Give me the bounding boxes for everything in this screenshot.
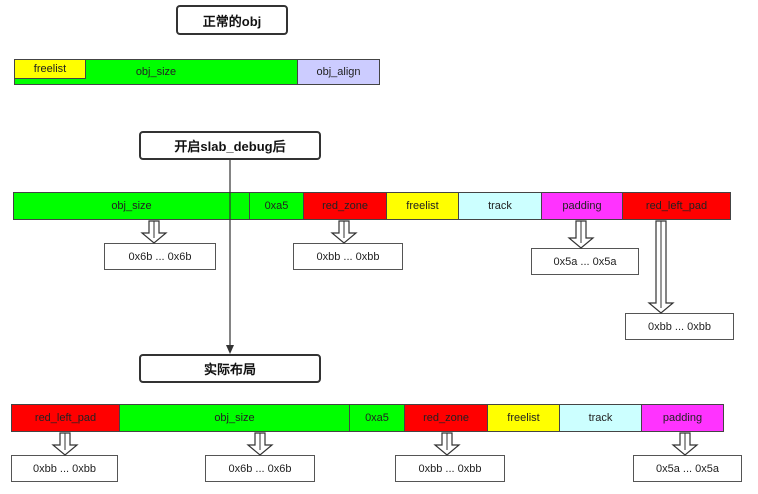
actual-padding-fill-note: 0x5a ... 0x5a bbox=[633, 455, 742, 482]
hollow-down-arrows-actual bbox=[51, 432, 699, 456]
title-actual-layout: 实际布局 bbox=[139, 354, 321, 383]
debug-red-zone-fill-note: 0xbb ... 0xbb bbox=[293, 243, 403, 270]
actual-track-cell: track bbox=[559, 404, 642, 432]
actual-obj-size-cell: obj_size bbox=[119, 404, 350, 432]
hollow-down-arrows-debug bbox=[140, 220, 675, 314]
debug-track-cell: track bbox=[458, 192, 542, 220]
actual-xa5-cell: 0xa5 bbox=[349, 404, 405, 432]
debug-red-zone-cell: red_zone bbox=[303, 192, 387, 220]
debug-red-left-pad-cell: red_left_pad bbox=[622, 192, 731, 220]
arrow-inner-lines-actual bbox=[64, 433, 686, 450]
debug-padding-cell: padding bbox=[541, 192, 623, 220]
debug-red-left-pad-fill-note: 0xbb ... 0xbb bbox=[625, 313, 734, 340]
actual-red-zone-fill-note: 0xbb ... 0xbb bbox=[395, 455, 505, 482]
actual-padding-cell: padding bbox=[641, 404, 724, 432]
flow-arrow bbox=[226, 160, 234, 354]
normal-obj-align-cell: obj_align bbox=[297, 59, 380, 85]
arrow-inner-lines bbox=[153, 221, 662, 308]
debug-obj-fill-note: 0x6b ... 0x6b bbox=[104, 243, 216, 270]
debug-freelist-cell: freelist bbox=[386, 192, 459, 220]
title-normal-obj: 正常的obj bbox=[176, 5, 288, 35]
title-slab-debug: 开启slab_debug后 bbox=[139, 131, 321, 160]
debug-padding-fill-note: 0x5a ... 0x5a bbox=[531, 248, 639, 275]
actual-red-left-pad-fill-note: 0xbb ... 0xbb bbox=[11, 455, 118, 482]
actual-red-left-pad-cell: red_left_pad bbox=[11, 404, 120, 432]
actual-red-zone-cell: red_zone bbox=[404, 404, 488, 432]
normal-freelist-cell: freelist bbox=[14, 59, 86, 79]
debug-obj-size-cell: obj_size bbox=[13, 192, 250, 220]
